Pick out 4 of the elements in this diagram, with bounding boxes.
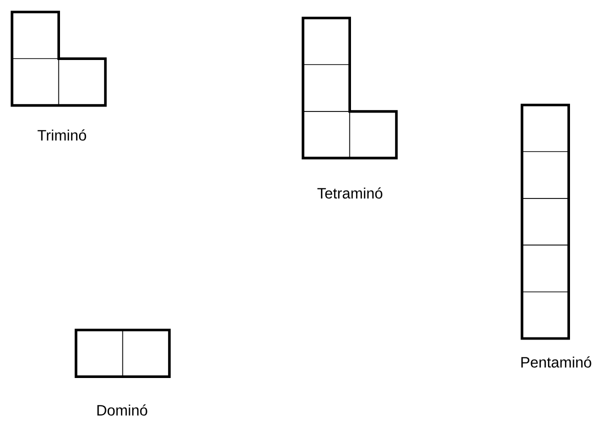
shape-caption: Triminó — [38, 129, 86, 141]
shape-caption: Pentaminó — [521, 356, 592, 368]
shape-caption: Dominó — [97, 404, 148, 416]
shape-caption: Tetraminó — [317, 187, 382, 199]
